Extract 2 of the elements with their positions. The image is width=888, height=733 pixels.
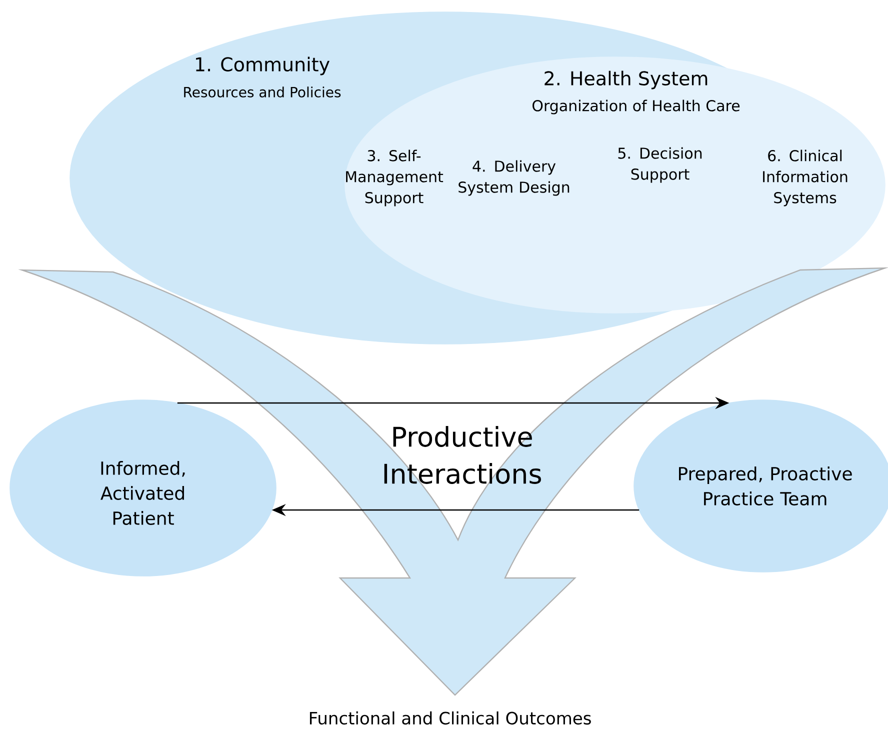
outcome-text: Functional and Clinical Outcomes: [310, 711, 591, 725]
interactions-text: Productive Interactions: [384, 426, 541, 484]
